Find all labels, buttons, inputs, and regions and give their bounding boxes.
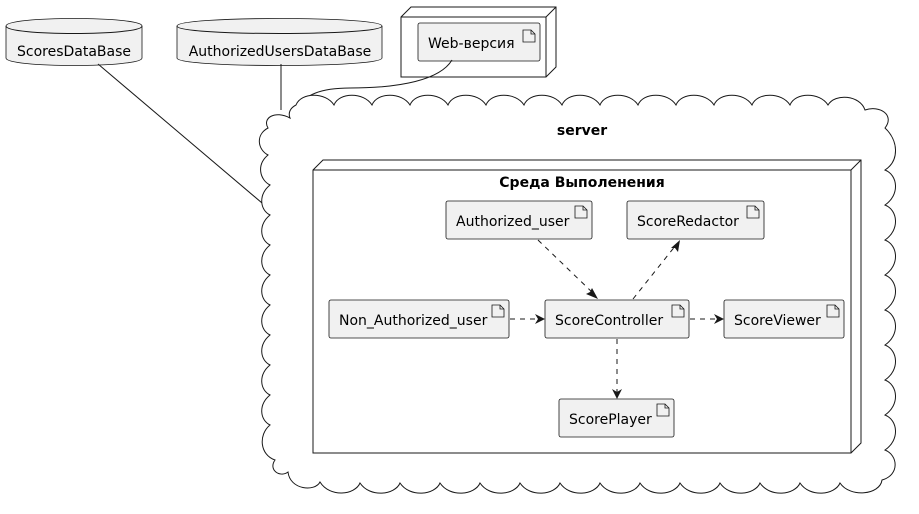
artifact-score-player: ScorePlayer: [558, 398, 675, 438]
artifact-icon: [656, 403, 670, 417]
artifact-icon: [491, 304, 505, 318]
scores-database: ScoresDataBase: [5, 18, 143, 66]
artifact-label: ScoreRedactor: [637, 214, 739, 230]
users-database-label: AuthorizedUsersDataBase: [189, 44, 372, 60]
artifact-icon: [671, 304, 685, 318]
web-artifact-label: Web-версия: [428, 36, 515, 52]
scores-db-connector: [97, 63, 276, 215]
web-node: Web-версия: [400, 6, 557, 78]
artifact-icon: [574, 205, 588, 219]
artifact-label: Non_Authorized_user: [339, 313, 488, 329]
server-title: server: [557, 123, 607, 139]
artifact-label: ScoreViewer: [734, 313, 821, 329]
authorized-users-database: AuthorizedUsersDataBase: [176, 18, 383, 66]
artifact-label: ScorePlayer: [569, 412, 652, 428]
artifact-icon: [746, 205, 760, 219]
runtime-title: Среда Выполенения: [499, 175, 664, 191]
artifact-non-authorized-user: Non_Authorized_user: [328, 299, 510, 339]
artifact-label: ScoreController: [555, 313, 663, 329]
dependency-authorized-to-controller: [537, 239, 598, 299]
artifact-score-viewer: ScoreViewer: [723, 299, 845, 339]
artifact-authorized-user: Authorized_user: [445, 200, 593, 240]
artifact-icon: [522, 29, 536, 43]
artifact-icon: [826, 304, 840, 318]
scores-database-label: ScoresDataBase: [17, 44, 131, 60]
artifact-label: Authorized_user: [456, 214, 570, 230]
dependency-controller-to-redactor: [632, 240, 680, 300]
dependency-controller-to-viewer: [690, 314, 724, 324]
artifact-score-redactor: ScoreRedactor: [626, 200, 765, 240]
dependency-nonauth-to-controller: [510, 314, 545, 324]
dependency-controller-to-player: [612, 339, 622, 399]
artifact-score-controller: ScoreController: [544, 299, 690, 339]
